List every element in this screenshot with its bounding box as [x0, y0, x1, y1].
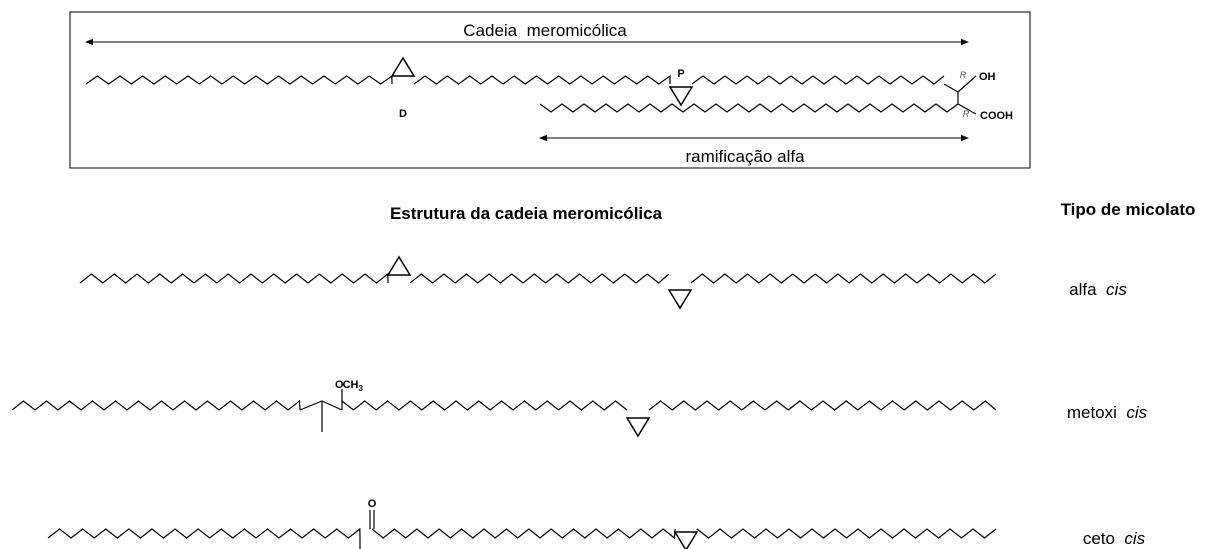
metoxi-proximal-cyclopropane — [625, 417, 651, 438]
stereo-upper-label: R — [960, 70, 967, 80]
alfa-chain-segment-1 — [79, 272, 389, 284]
methoxy-subscript: 3 — [358, 384, 363, 393]
type-column-header: Tipo de micolato — [1061, 200, 1196, 219]
micolate-type-ceto: ceto cis — [1083, 529, 1146, 548]
alfa-distal-cyclopropane — [386, 255, 412, 276]
keto-oxygen-label: O — [368, 498, 377, 510]
top-chain-segment-1 — [85, 74, 393, 85]
micolate-type-ceto-qualifier: cis — [1124, 529, 1145, 548]
micolate-type-metoxi: metoxi cis — [1067, 403, 1148, 422]
section-title: Estrutura da cadeia meromicólica — [390, 204, 663, 223]
methoxy-group-label: OCH3 — [335, 379, 363, 393]
meromycolic-chain-label: Cadeia meromicólica — [463, 21, 627, 40]
micolate-type-alfa-qualifier: cis — [1106, 280, 1127, 299]
alpha-branch-chain — [539, 103, 959, 113]
ceto-chain-segment-2 — [371, 528, 676, 540]
micolate-type-ceto-name: ceto — [1083, 529, 1115, 548]
micolate-type-alfa-name: alfa — [1069, 280, 1097, 299]
alfa-chain-segment-3 — [690, 273, 997, 284]
ceto-proximal-cyclopropane — [673, 531, 699, 549]
micolate-type-alfa: alfa cis — [1069, 280, 1127, 299]
ceto-chain-segment-3 — [696, 528, 997, 539]
hydroxyl-group-label: OH — [979, 71, 996, 83]
proximal-cyclopropane-label: P — [677, 68, 684, 80]
top-chain-segment-3 — [691, 75, 945, 85]
micolate-type-metoxi-qualifier: cis — [1126, 403, 1147, 422]
proximal-cyclopropane-ring — [668, 86, 694, 107]
distal-cyclopropane-ring — [390, 56, 416, 77]
carboxyl-bond — [957, 103, 977, 115]
metoxi-chain-segment-1 — [11, 399, 301, 411]
distal-cyclopropane-label: D — [399, 108, 407, 120]
metoxi-branch-bonds — [299, 400, 343, 411]
methoxy-oxygen-label: O — [335, 379, 344, 391]
alfa-proximal-cyclopropane — [667, 289, 693, 310]
alpha-branch-label: ramificação alfa — [685, 147, 805, 166]
structure-frame — [69, 11, 1031, 169]
metoxi-chain-segment-3 — [648, 400, 997, 411]
top-chain-segment-2 — [413, 74, 671, 85]
methoxy-methyl-label: CH — [343, 379, 359, 391]
alfa-chain-segment-2 — [409, 273, 670, 284]
carboxyl-group-label: COOH — [980, 110, 1013, 122]
ceto-chain-segment-1 — [47, 527, 361, 539]
stereo-lower-label: R — [963, 109, 970, 119]
micolate-type-metoxi-name: metoxi — [1067, 403, 1117, 422]
metoxi-chain-segment-2 — [341, 400, 628, 411]
alpha-carbon-bond — [943, 83, 959, 93]
hydroxyl-bond — [957, 75, 977, 93]
